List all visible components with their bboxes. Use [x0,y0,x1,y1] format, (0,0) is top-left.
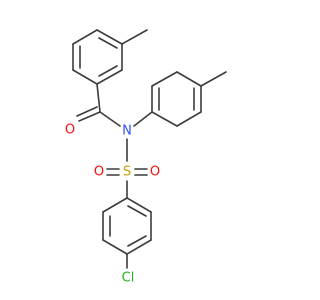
bond [151,111,178,127]
atom-label-oxygen-sulfonyl-left: O [94,165,104,180]
atom-label-oxygen-carbonyl: O [65,123,75,138]
bond [99,111,121,127]
bond [126,197,152,213]
atom-labels: O N S O O Cl [65,123,160,286]
bonds-tolyl-ring [133,71,227,127]
bond [200,71,227,87]
bond [78,111,101,122]
chemical-structure: O N S O O Cl [65,29,227,286]
bond [98,65,118,77]
bonds-amide [76,83,121,127]
atom-label-sulfur: S [123,165,131,180]
bonds-chlorophenyl-ring [102,197,152,269]
bond [96,83,101,113]
bond [176,71,202,87]
bonds-sulfonyl [106,138,148,199]
bond [121,29,148,45]
bond [72,69,98,85]
bond [127,205,147,217]
bond [98,37,118,49]
bond [72,29,98,45]
bond [126,239,152,255]
bond [96,69,123,85]
atom-label-nitrogen: N [122,124,132,139]
bond [102,239,128,255]
bond [176,111,202,127]
atom-label-chlorine: Cl [122,271,135,286]
bond [96,29,123,45]
bond [151,71,178,87]
bonds-toluoyl-ring [72,29,148,85]
bond [127,235,147,247]
bond [133,111,153,127]
atom-label-oxygen-sulfonyl-right: O [150,165,160,180]
bond [76,106,98,117]
bond [102,197,128,213]
